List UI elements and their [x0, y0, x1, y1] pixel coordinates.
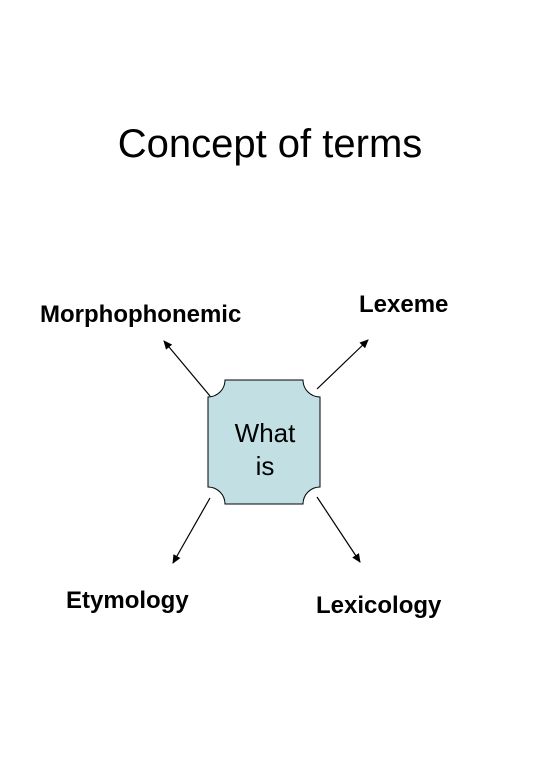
- term-etymology: Etymology: [66, 587, 189, 614]
- slide-title: Concept of terms: [117, 122, 423, 166]
- center-label-line2: is: [255, 451, 275, 481]
- arrow-to-morphophonemic: [163, 340, 211, 397]
- center-label: What is: [205, 417, 325, 483]
- arrow-to-etymology: [172, 497, 211, 564]
- center-plaque-shape: [207, 379, 321, 505]
- term-lexicology: Lexicology: [316, 592, 442, 619]
- term-lexeme: Lexeme: [359, 291, 449, 318]
- arrow-to-lexicology: [316, 496, 361, 563]
- center-label-line1: What: [234, 418, 296, 448]
- arrow-to-lexeme: [316, 339, 369, 390]
- term-morphophonemic: Morphophonemic: [40, 301, 242, 328]
